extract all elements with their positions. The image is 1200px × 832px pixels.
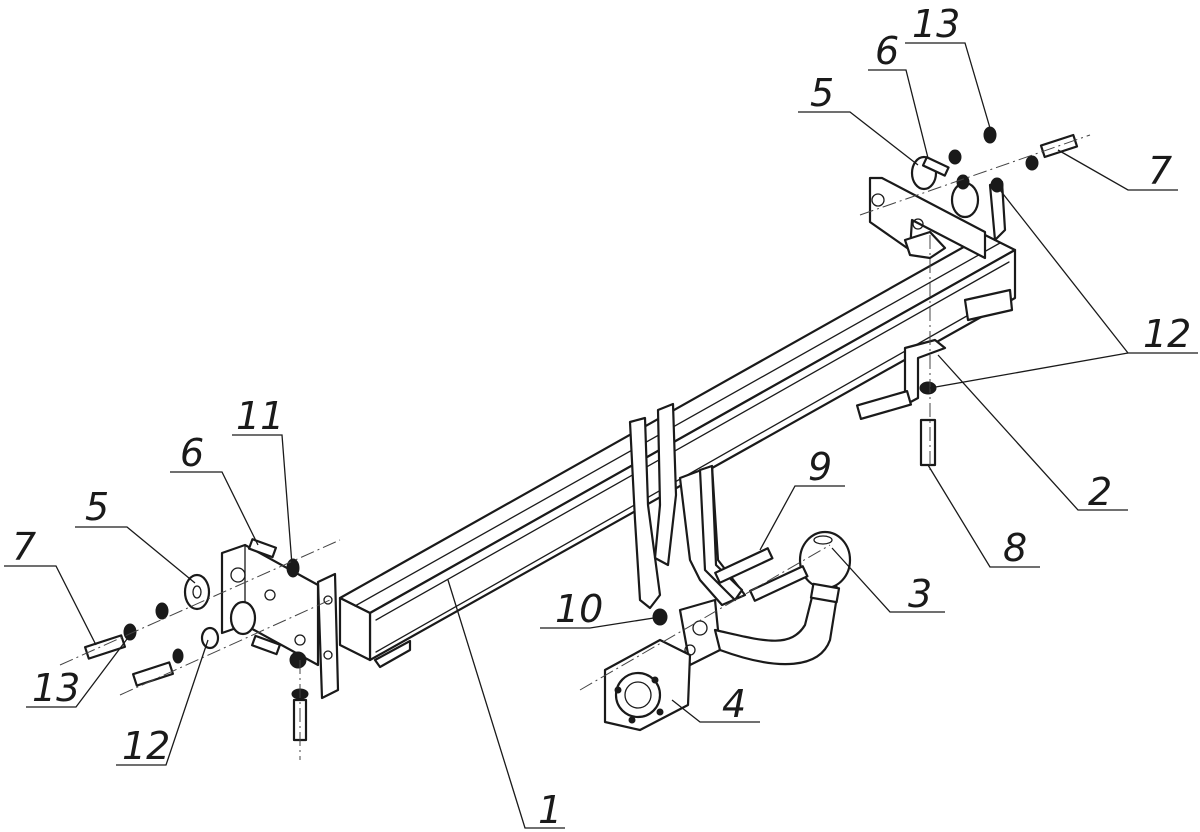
callout-5-right: 5	[810, 71, 834, 115]
callout-12-right: 12	[1143, 312, 1191, 356]
callout-13-right: 13	[912, 2, 960, 46]
lower-right-bracket	[855, 288, 1014, 420]
tow-ball	[713, 530, 852, 666]
right-bracket	[868, 176, 1007, 260]
right-fasteners	[652, 126, 1079, 626]
callout-5-left: 5	[85, 485, 109, 529]
callout-10: 10	[555, 587, 603, 631]
callout-12-left: 12	[122, 724, 170, 768]
callout-7-right: 7	[1148, 149, 1172, 193]
callout-1: 1	[538, 788, 562, 832]
callout-13-left: 13	[32, 666, 80, 710]
callout-9: 9	[808, 445, 832, 489]
socket-plate	[603, 638, 692, 732]
callout-4: 4	[722, 682, 746, 726]
callout-8: 8	[1003, 526, 1027, 570]
callout-2: 2	[1088, 470, 1112, 514]
callout-3: 3	[908, 572, 932, 616]
callout-6-right: 6	[875, 29, 899, 73]
leader-lines	[4, 42, 1198, 829]
callout-numbers: 1 2 3 4 5 5 6 6 7 7 8 9 10 11 12 12 13 1…	[12, 2, 1191, 832]
drop-bracket	[628, 402, 747, 667]
callout-6-left: 6	[180, 431, 204, 475]
cross-beam	[316, 233, 1017, 700]
callout-7-left: 7	[12, 525, 36, 569]
callout-11: 11	[236, 394, 284, 438]
left-fasteners	[83, 538, 309, 742]
assembly-axes	[59, 134, 1091, 760]
